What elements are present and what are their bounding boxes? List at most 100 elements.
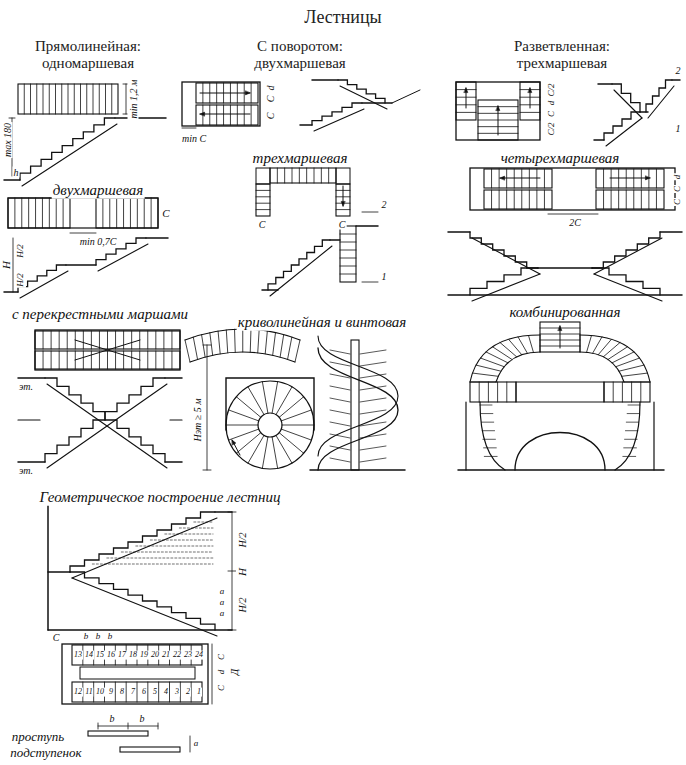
stair-flight xyxy=(338,80,385,103)
stair-line xyxy=(622,382,623,402)
stair-line xyxy=(35,198,36,228)
stair-line xyxy=(276,435,292,463)
stair-outline xyxy=(596,169,664,188)
direction-arrow xyxy=(528,88,532,93)
stair-outline xyxy=(456,82,476,120)
stair-line xyxy=(123,351,124,369)
callout-label: b xyxy=(139,713,146,724)
callout-label: 11 xyxy=(84,688,93,697)
stair-line xyxy=(28,198,29,228)
callout-label: 1 xyxy=(675,123,682,134)
stair-line xyxy=(314,168,315,183)
stair-line xyxy=(83,331,84,349)
stair-line xyxy=(92,564,213,565)
stair-line xyxy=(109,198,110,228)
stair-line xyxy=(111,84,112,114)
stair-line xyxy=(137,682,138,702)
stair-line xyxy=(155,331,156,349)
stair-line xyxy=(593,337,602,353)
stair-outline xyxy=(196,105,258,125)
direction-arrow xyxy=(464,88,468,93)
stair-outline xyxy=(470,382,516,402)
stair-line xyxy=(360,422,386,426)
stair-line xyxy=(360,446,386,450)
callout-label: C xyxy=(258,219,267,230)
callout-label: Геометрическое построение лестниц xyxy=(39,489,282,506)
stair-line xyxy=(295,340,300,362)
stair-outline xyxy=(35,351,180,369)
stair-line xyxy=(611,190,612,209)
callout-label: 7 xyxy=(130,688,136,697)
stair-line xyxy=(340,86,387,109)
dimension-label: Н/2 xyxy=(16,243,26,259)
stair-line xyxy=(656,190,657,209)
stair-curve xyxy=(580,335,650,382)
stair-line xyxy=(72,578,217,636)
direction-arrow xyxy=(232,440,236,445)
stair-line xyxy=(262,382,268,414)
callout-label: четырехмаршевая xyxy=(500,150,621,167)
stair-line xyxy=(228,571,236,572)
stair-line xyxy=(107,331,108,349)
callout-label: h xyxy=(13,167,20,178)
stair-line xyxy=(500,343,517,357)
stair-line xyxy=(115,351,116,369)
stair-outline xyxy=(120,747,180,752)
stair-line xyxy=(43,351,44,369)
callout-label: 20 xyxy=(150,651,160,660)
stair-line xyxy=(288,337,292,359)
stair-outline xyxy=(520,82,540,120)
stair-line xyxy=(603,343,620,357)
title: Лестницы xyxy=(301,7,384,28)
stair-line xyxy=(270,246,332,296)
dimension-label: Hэт ≥ 5 м xyxy=(192,397,203,442)
callout-label: эт. xyxy=(18,465,34,476)
stair-line xyxy=(544,190,545,209)
stair-arch xyxy=(515,433,605,471)
stair-flight xyxy=(592,268,660,295)
stair-line xyxy=(137,198,138,228)
stair-line xyxy=(86,84,87,114)
stair-line xyxy=(623,456,636,457)
stair-line xyxy=(22,124,117,186)
dimension-label: Н/2 xyxy=(16,272,26,288)
stair-line xyxy=(544,169,545,188)
stair-line xyxy=(68,84,69,114)
stair-flight xyxy=(268,240,330,290)
stair-line xyxy=(251,83,252,103)
stair-line xyxy=(262,289,278,291)
stair-line xyxy=(458,469,664,471)
stair-line xyxy=(203,345,211,346)
stair-line xyxy=(131,351,132,369)
stair-line xyxy=(136,546,213,547)
stair-line xyxy=(190,736,191,752)
stair-line xyxy=(70,233,96,234)
stair-line xyxy=(4,179,20,181)
stair-line xyxy=(540,335,541,352)
stair-line xyxy=(48,571,70,573)
stair-line xyxy=(483,439,496,440)
stair-line xyxy=(472,274,540,301)
stair-line xyxy=(43,331,44,349)
stair-line xyxy=(448,294,682,296)
stair-line xyxy=(4,291,18,293)
dimension-label: C xyxy=(265,112,276,121)
stair-line xyxy=(130,198,131,228)
stair-line xyxy=(234,329,236,352)
stair-line xyxy=(614,90,642,118)
stair-line xyxy=(147,331,148,349)
stair-line xyxy=(292,168,293,183)
stair-outline xyxy=(72,682,202,702)
stair-line xyxy=(226,330,227,353)
stair-line xyxy=(209,105,210,125)
stair-line xyxy=(147,682,148,702)
stair-line xyxy=(24,84,25,114)
stair-curve xyxy=(580,352,624,382)
dimension-label: d xyxy=(547,100,557,107)
stair-line xyxy=(116,198,117,228)
stair-line xyxy=(59,351,60,369)
stair-line xyxy=(49,198,50,228)
stair-flight xyxy=(312,103,362,125)
stair-line xyxy=(115,331,116,349)
stair-line xyxy=(536,190,537,209)
